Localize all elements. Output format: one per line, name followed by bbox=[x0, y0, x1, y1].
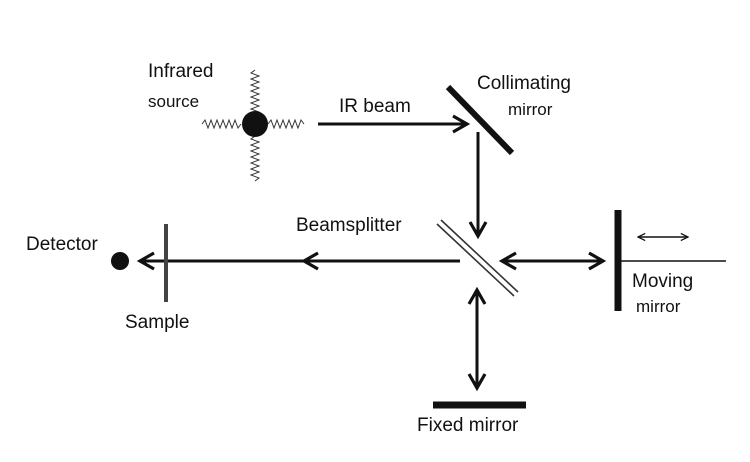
source-wave-right bbox=[267, 118, 305, 130]
moving-mirror-label: Moving bbox=[632, 271, 694, 292]
detector bbox=[111, 252, 129, 270]
fixed-mirror-label: Fixed mirror bbox=[417, 415, 519, 436]
collimating-mirror-sublabel: mirror bbox=[508, 100, 553, 119]
source-wave-bottom bbox=[249, 135, 261, 182]
infrared-source-sublabel: source bbox=[148, 92, 200, 111]
collimating-mirror bbox=[445, 84, 515, 156]
ir-beam-label: IR beam bbox=[339, 96, 411, 117]
source-dot bbox=[242, 111, 268, 137]
sample-label: Sample bbox=[125, 312, 190, 333]
infrared-source-label: Infrared bbox=[148, 61, 214, 82]
beamsplitter bbox=[436, 219, 519, 297]
source-wave-top bbox=[249, 69, 261, 116]
beamsplitter-label: Beamsplitter bbox=[296, 215, 402, 236]
infrared-source bbox=[201, 69, 305, 182]
collimating-mirror-label: Collimating bbox=[477, 73, 571, 94]
moving-mirror-sublabel: mirror bbox=[636, 297, 681, 316]
source-wave-left bbox=[201, 118, 242, 130]
detector-label: Detector bbox=[26, 234, 98, 255]
